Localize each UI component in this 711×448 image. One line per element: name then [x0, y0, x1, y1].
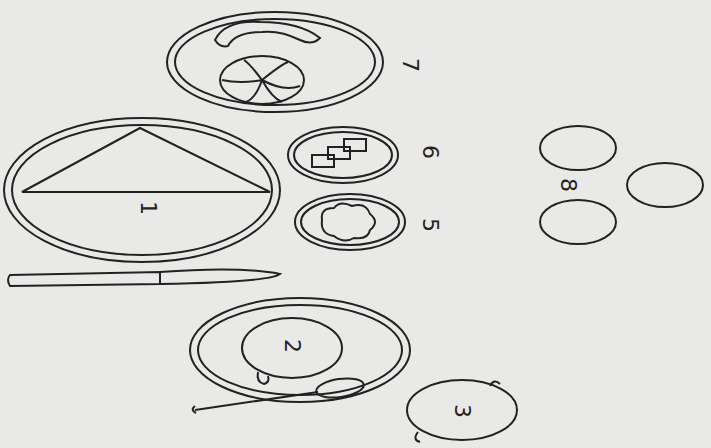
side-dish-rim [301, 199, 399, 245]
dinner-plate-rim [12, 125, 272, 255]
callout-number: 5 [419, 218, 441, 232]
callout-number: 8 [557, 178, 579, 192]
food-item [322, 203, 375, 240]
spoon-handle [195, 392, 318, 410]
bun-swirl [222, 60, 300, 102]
cup-handle [490, 381, 500, 386]
cup-handle [415, 432, 420, 442]
cup [407, 380, 517, 440]
callout-number: 6 [419, 145, 441, 159]
callout-number: 7 [399, 58, 421, 72]
bowl-handle [258, 372, 269, 384]
bun [220, 56, 304, 104]
saucer [190, 298, 410, 402]
saucer-rim [198, 305, 402, 395]
butter-pat [328, 147, 350, 159]
sandwich [22, 128, 270, 192]
butter-dish-rim [294, 132, 392, 178]
butter-pat [344, 139, 366, 151]
callout-number: 2 [281, 339, 303, 353]
bread-plate [167, 12, 383, 112]
dinner-plate [4, 118, 280, 262]
croissant [215, 22, 320, 47]
glass [627, 163, 703, 207]
callout-number: 3 [451, 404, 473, 418]
butter-pat [312, 155, 334, 167]
callout-number: 1 [137, 201, 159, 215]
spoon-bowl [315, 376, 365, 401]
glass [540, 200, 616, 244]
spoon-end [193, 406, 196, 413]
side-dish [295, 194, 405, 250]
soup-bowl [242, 318, 342, 378]
knife-blade [160, 269, 280, 284]
knife-handle [8, 272, 160, 286]
glass [540, 126, 616, 170]
bread-plate-rim [175, 19, 375, 105]
butter-dish [288, 127, 398, 183]
